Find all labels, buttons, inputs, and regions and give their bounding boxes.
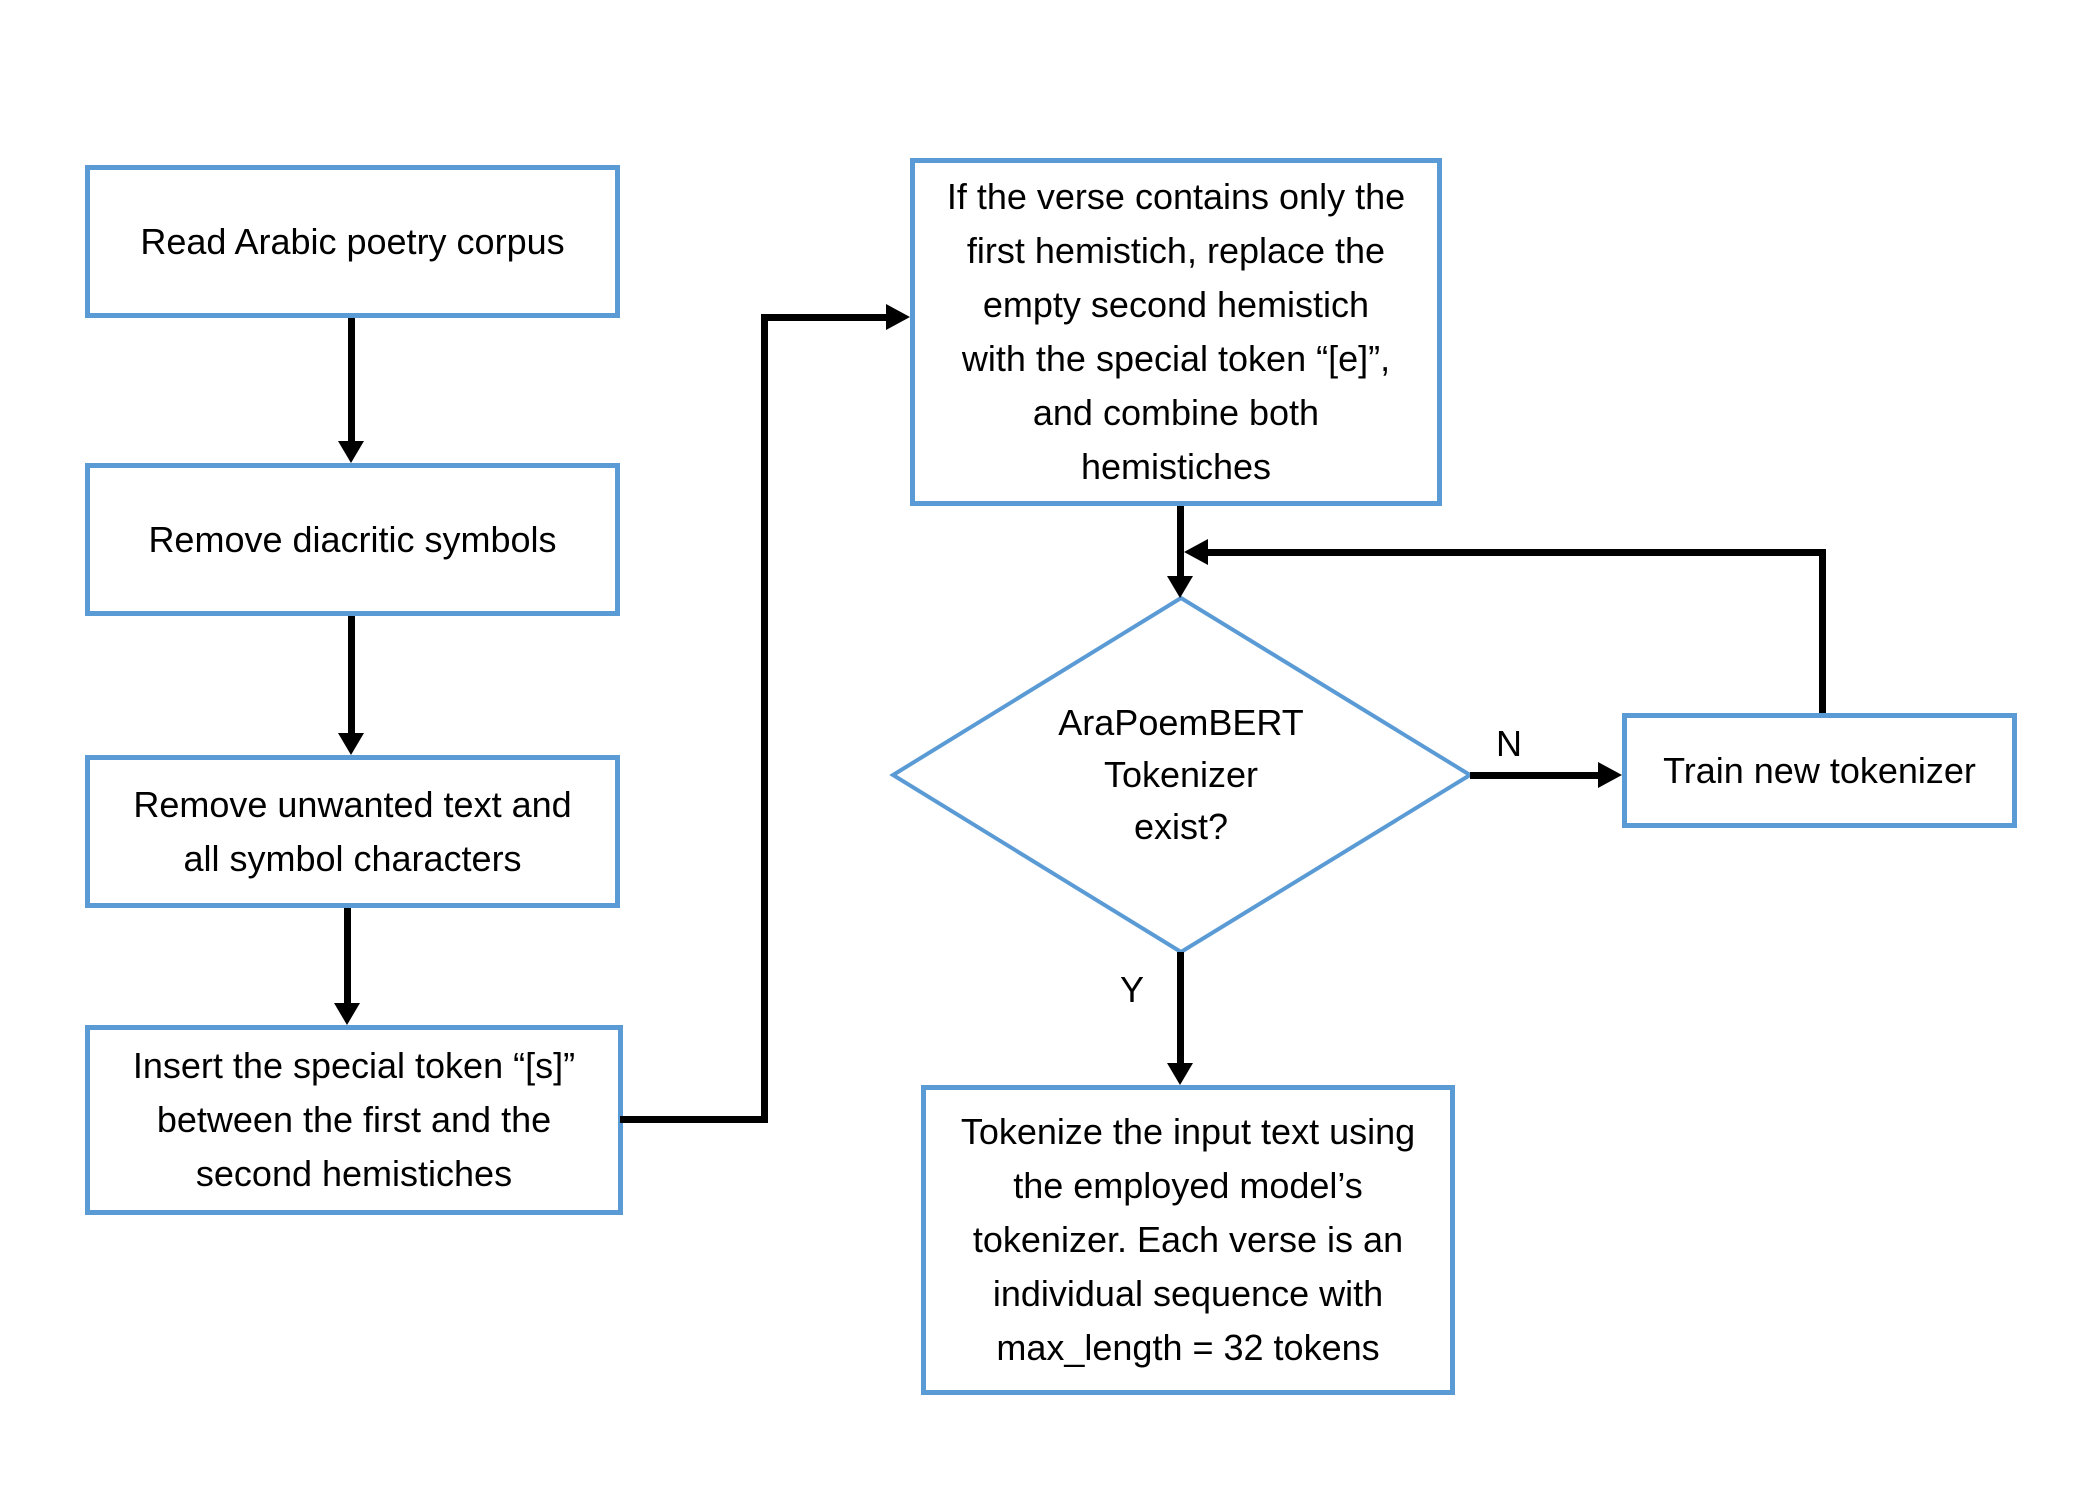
node-remove-diacritics-label: Remove diacritic symbols [148,518,557,560]
arrow-train-feedback-horizontal [1208,549,1826,556]
node-remove-unwanted: Remove unwanted text and all symbol char… [85,755,620,908]
node-replace-empty-hemistich-label: If the verse contains only the first hem… [946,176,1406,487]
node-read-corpus-label: Read Arabic poetry corpus [140,220,565,262]
arrowhead-down-icon [334,1003,360,1025]
node-insert-token: Insert the special token “[s]” between t… [85,1025,623,1215]
node-tokenize-input: Tokenize the input text using the employ… [921,1085,1455,1395]
arrow-insert-to-replace-horizontal-lower [620,1116,768,1123]
arrow-unwanted-to-insert-line [344,908,351,1003]
arrowhead-down-icon [338,441,364,463]
arrowhead-right-icon [886,304,910,330]
node-remove-diacritics: Remove diacritic symbols [85,463,620,616]
node-insert-token-label: Insert the special token “[s]” between t… [132,1045,576,1194]
arrow-decision-yes-line [1177,952,1184,1063]
arrowhead-left-icon [1184,539,1208,565]
arrow-decision-no-line [1470,772,1598,779]
node-train-tokenizer: Train new tokenizer [1622,713,2017,828]
edge-label-no: N [1496,723,1522,764]
node-read-corpus: Read Arabic poetry corpus [85,165,620,318]
node-train-tokenizer-label: Train new tokenizer [1663,749,1976,791]
arrow-diacritics-to-unwanted-line [348,616,355,733]
arrow-read-to-diacritics-line [348,318,355,443]
arrow-insert-to-replace-horizontal-upper [761,314,886,321]
arrow-insert-to-replace-vertical [761,314,768,1123]
arrow-replace-to-decision-line [1177,506,1184,578]
node-replace-empty-hemistich: If the verse contains only the first hem… [910,158,1442,506]
decision-diamond-label: AraPoemBERT Tokenizer exist? [1058,701,1304,848]
arrow-train-feedback-vertical [1819,549,1826,713]
node-tokenize-input-label: Tokenize the input text using the employ… [960,1111,1416,1368]
arrowhead-down-icon [338,733,364,755]
arrowhead-right-icon [1598,762,1622,788]
edge-label-yes: Y [1120,969,1145,1010]
arrowhead-down-icon [1167,576,1193,598]
node-remove-unwanted-label: Remove unwanted text and all symbol char… [133,783,572,879]
arrowhead-down-icon [1167,1063,1193,1085]
